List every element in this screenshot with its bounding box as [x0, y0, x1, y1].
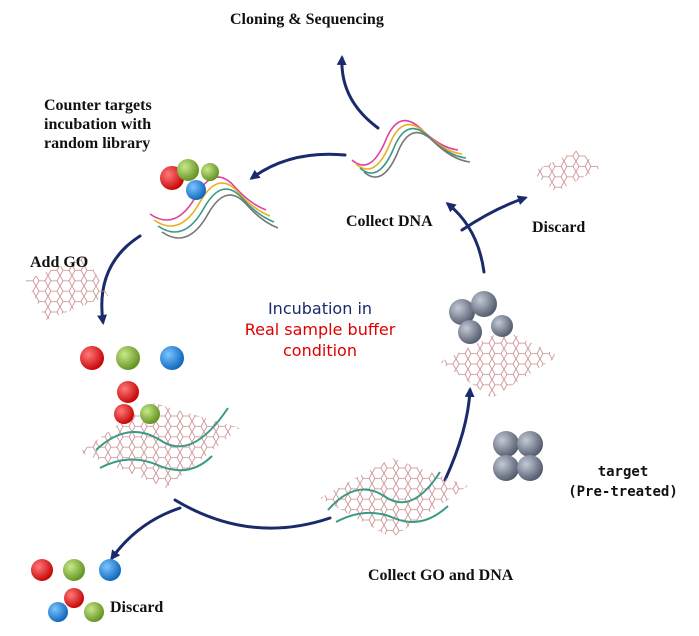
bead-red-2	[80, 346, 104, 370]
arrow-to-counter	[249, 152, 347, 180]
collect-dna-label: Collect DNA	[346, 213, 433, 230]
bead-green-5	[63, 559, 85, 581]
incubation-line-3: condition	[283, 341, 357, 360]
add-go-label: Add GO	[30, 254, 89, 271]
discard-bottom-label: Discard	[110, 599, 164, 616]
target-bead-2	[471, 291, 497, 317]
arrow-to-add-go	[97, 234, 142, 325]
bead-blue-3	[99, 559, 121, 581]
arrow-to-target-go	[443, 387, 475, 482]
cycle-arrows	[97, 55, 528, 561]
cloning-sequencing-label: Cloning & Sequencing	[230, 11, 384, 28]
dna-under-go-center	[335, 505, 449, 523]
target-line-1: target	[597, 464, 649, 480]
target-beads	[449, 291, 543, 481]
bead-blue	[186, 180, 206, 200]
counter-target-beads	[31, 159, 219, 622]
go-sheets	[26, 150, 600, 538]
dna-on-go-left	[95, 407, 229, 451]
bead-red-3	[117, 381, 139, 403]
go-sheet-target	[440, 330, 558, 398]
incubation-line-1: Incubation in	[267, 299, 373, 318]
dna-under-go-left	[99, 455, 213, 472]
bead-green	[177, 159, 199, 181]
incubation-condition-label: Incubation in Real sample buffer conditi…	[170, 298, 470, 361]
collect-go-dna-label: Collect GO and DNA	[368, 567, 514, 584]
target-bead-6	[517, 431, 543, 457]
go-sheet-bottom-center	[320, 458, 468, 538]
bead-red-4	[114, 404, 134, 424]
dna-top-right	[351, 119, 471, 178]
go-sheet-top-discard	[532, 150, 600, 192]
target-line-2: (Pre-treated)	[568, 484, 678, 500]
arrow-to-top-discard	[460, 195, 528, 232]
bead-green-4	[140, 404, 160, 424]
arrow-to-bottom-discard	[110, 506, 182, 561]
bead-red-5	[31, 559, 53, 581]
go-sheet-left	[80, 402, 240, 488]
target-bead-7	[493, 455, 519, 481]
target-bead-3	[458, 320, 482, 344]
counter-targets-line-2: incubation with	[44, 116, 152, 133]
discard-top-label: Discard	[532, 219, 586, 236]
bead-green-3	[116, 346, 140, 370]
target-bead-4	[491, 315, 513, 337]
counter-targets-label: Counter targets incubation with random l…	[44, 96, 152, 153]
target-bead-5	[493, 431, 519, 457]
arrow-to-collect-dna	[445, 202, 486, 274]
target-bead-1	[449, 299, 475, 325]
arrow-to-cloning	[336, 55, 380, 130]
go-sheet-add-go	[26, 256, 108, 320]
bead-blue-2	[160, 346, 184, 370]
bead-red-6	[64, 588, 84, 608]
bead-green-2	[201, 163, 219, 181]
bead-blue-4	[48, 602, 68, 622]
counter-targets-line-1: Counter targets	[44, 97, 152, 114]
bead-green-6	[84, 602, 104, 622]
counter-targets-line-3: random library	[44, 135, 151, 152]
target-pretreated-label: target (Pre-treated)	[548, 462, 698, 502]
incubation-line-2: Real sample buffer	[244, 320, 396, 339]
target-bead-8	[517, 455, 543, 481]
arrow-to-collect-go	[173, 498, 332, 530]
dna-counter-library	[149, 176, 279, 239]
dna-strands	[95, 119, 471, 523]
dna-on-go-center	[327, 471, 441, 511]
